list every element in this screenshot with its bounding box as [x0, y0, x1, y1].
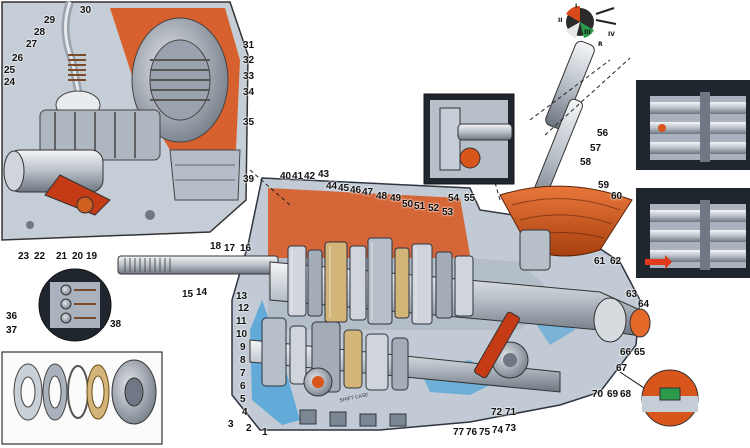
callout-18: 18	[210, 241, 222, 252]
callout-62: 62	[610, 256, 622, 267]
callout-47: 47	[362, 187, 374, 198]
callout-61: 61	[594, 256, 606, 267]
callout-53: 53	[442, 207, 454, 218]
gear-stack	[287, 237, 474, 325]
callout-3: 3	[228, 419, 234, 430]
callout-69: 69	[607, 389, 619, 400]
callout-23: 23	[18, 251, 30, 262]
callout-76: 76	[466, 427, 478, 438]
callout-48: 48	[376, 191, 388, 202]
callout-59: 59	[598, 180, 610, 191]
callout-68: 68	[620, 389, 632, 400]
callout-16: 16	[240, 243, 252, 254]
pattern-label-1: I	[575, 3, 577, 10]
callout-45: 45	[338, 183, 350, 194]
callout-20: 20	[72, 251, 84, 262]
callout-73: 73	[505, 423, 517, 434]
shift-lever	[499, 40, 633, 271]
reverse-idler	[474, 311, 529, 379]
callout-77: 77	[453, 427, 465, 438]
callout-72: 72	[491, 407, 503, 418]
callout-33: 33	[243, 71, 255, 82]
callout-50: 50	[402, 199, 414, 210]
callout-63: 63	[626, 289, 638, 300]
callout-34: 34	[243, 87, 255, 98]
callout-67: 67	[616, 363, 628, 374]
callout-39: 39	[243, 174, 255, 185]
pattern-label-r: R	[598, 41, 603, 48]
callout-8: 8	[240, 355, 246, 366]
countershaft	[249, 317, 561, 397]
callout-22: 22	[34, 251, 46, 262]
callout-41: 41	[292, 171, 304, 182]
gear-knob: I II III IV R	[558, 3, 617, 48]
callout-60: 60	[611, 191, 623, 202]
callout-32: 32	[243, 55, 255, 66]
callout-66: 66	[620, 347, 632, 358]
callout-43: 43	[318, 169, 330, 180]
callout-11: 11	[236, 316, 247, 327]
callout-51: 51	[414, 201, 426, 212]
callout-56: 56	[597, 128, 609, 139]
callout-64: 64	[638, 299, 650, 310]
callout-28: 28	[34, 27, 46, 38]
callout-21: 21	[56, 251, 68, 262]
callout-9: 9	[240, 342, 246, 353]
pattern-label-2: II	[558, 17, 562, 24]
callout-6: 6	[240, 381, 246, 392]
callout-58: 58	[580, 157, 592, 168]
detent-inset	[38, 268, 112, 342]
callout-52: 52	[428, 203, 440, 214]
callout-7: 7	[240, 368, 246, 379]
input-shaft	[117, 255, 279, 275]
shift-mechanism-inset	[1, 0, 249, 241]
callout-4: 4	[242, 407, 248, 418]
callout-24: 24	[4, 77, 16, 88]
callout-35: 35	[243, 117, 255, 128]
callout-2: 2	[246, 423, 252, 434]
synchronizer-inset	[1, 351, 163, 445]
callout-38: 38	[110, 319, 122, 330]
callout-30: 30	[80, 5, 92, 16]
callout-5: 5	[240, 394, 246, 405]
callout-46: 46	[350, 185, 362, 196]
callout-40: 40	[280, 171, 292, 182]
callout-14: 14	[196, 287, 208, 298]
pattern-label-4: IV	[608, 31, 615, 38]
callout-57: 57	[590, 143, 602, 154]
callout-25: 25	[4, 65, 16, 76]
callout-17: 17	[224, 243, 236, 254]
callout-44: 44	[326, 181, 338, 192]
callout-26: 26	[12, 53, 24, 64]
callout-1: 1	[262, 427, 268, 438]
pattern-label-3: III	[584, 29, 591, 36]
callout-75: 75	[479, 427, 491, 438]
callout-27: 27	[26, 39, 38, 50]
drain-plug-inset	[619, 369, 699, 427]
callout-71: 71	[505, 407, 517, 418]
callout-19: 19	[86, 251, 98, 262]
callout-42: 42	[304, 171, 316, 182]
interlock-inset-bottom	[636, 188, 750, 278]
callout-74: 74	[492, 425, 504, 436]
selector-inset	[423, 93, 515, 185]
callout-37: 37	[6, 325, 18, 336]
callout-65: 65	[634, 347, 646, 358]
callout-12: 12	[238, 303, 250, 314]
callout-49: 49	[390, 193, 402, 204]
callout-10: 10	[236, 329, 248, 340]
callout-36: 36	[6, 311, 18, 322]
callout-54: 54	[448, 193, 460, 204]
callout-31: 31	[243, 40, 255, 51]
interlock-inset-top	[636, 80, 750, 170]
callout-13: 13	[236, 291, 248, 302]
callout-70: 70	[592, 389, 604, 400]
callout-29: 29	[44, 15, 56, 26]
callout-15: 15	[182, 289, 194, 300]
callout-55: 55	[464, 193, 476, 204]
